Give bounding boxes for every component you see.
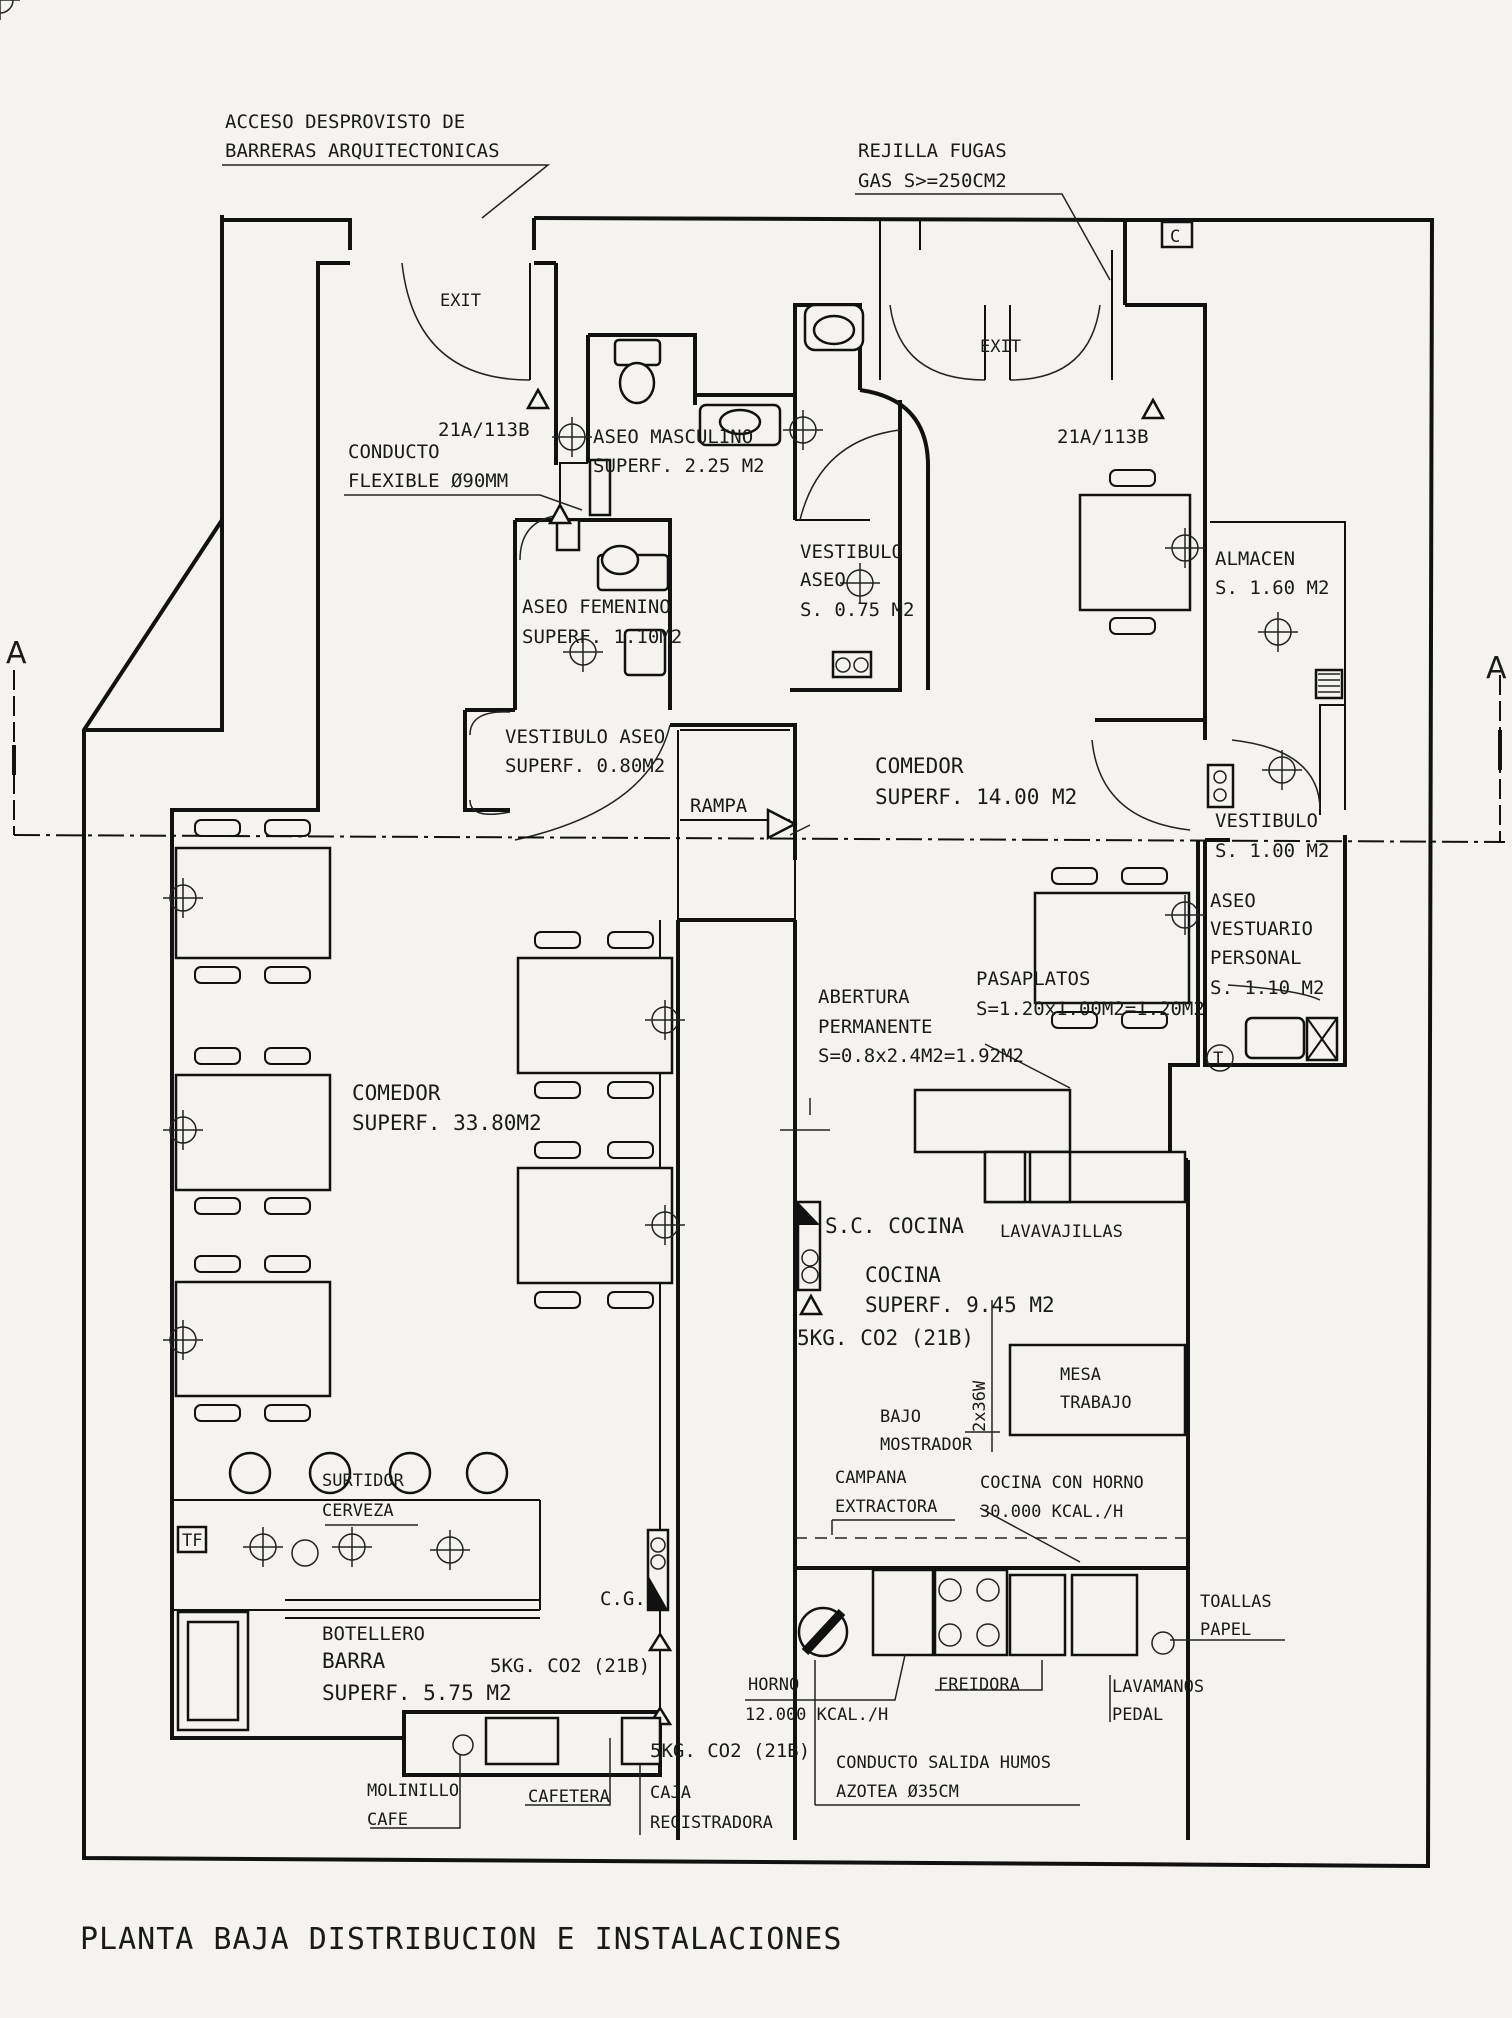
room-aseo-fem-1: ASEO FEMENINO [522, 596, 671, 618]
label-ext-right: 21A/113B [1057, 426, 1149, 448]
room-aseo-vest-1: ASEO [1210, 890, 1256, 912]
room-barra-2: SUPERF. 5.75 M2 [322, 1681, 512, 1705]
label-molinillo-2: CAFE [367, 1810, 408, 1830]
label-abertura-1: ABERTURA [818, 986, 910, 1008]
label-horno-2: 12.000 KCAL./H [745, 1705, 888, 1725]
label-mesa-2: TRABAJO [1060, 1393, 1132, 1413]
label-humos-1: CONDUCTO SALIDA HUMOS [836, 1753, 1051, 1773]
doors [401, 262, 1321, 1001]
label-toallas-1: TOALLAS [1200, 1592, 1272, 1612]
room-vestibulo-1: VESTIBULO [1215, 810, 1318, 832]
kitchen-equipment [176, 220, 1234, 1766]
label-bajo-2: MOSTRADOR [880, 1435, 973, 1455]
label-acceso-2: BARRERAS ARQUITECTONICAS [225, 140, 500, 162]
room-aseo-vest-3: PERSONAL [1210, 947, 1302, 969]
room-vest-fem-1: VESTIBULO ASEO [505, 726, 665, 748]
label-caja-2: REGISTRADORA [650, 1813, 773, 1833]
outer-walls [82, 215, 1435, 1869]
label-tf: TF [182, 1531, 202, 1551]
label-surtidor-2: CERVEZA [322, 1501, 394, 1521]
label-horno-1: HORNO [748, 1675, 799, 1695]
room-aseo-vest-2: VESTUARIO [1210, 918, 1313, 940]
room-barra-1: BARRA [322, 1649, 386, 1673]
room-comedor-small-1: COMEDOR [875, 754, 964, 778]
label-luminaria: 2x36W [970, 1380, 990, 1432]
sanitary-fixtures [555, 303, 1344, 1062]
label-horno-cocina-2: 30.000 KCAL./H [980, 1502, 1123, 1522]
light-symbols [0, 0, 1303, 1756]
section-mark-right: A [1486, 651, 1507, 686]
room-aseo-fem-2: SUPERF. 1.10M2 [522, 626, 682, 648]
label-rejilla-2: GAS S>=250CM2 [858, 170, 1007, 192]
room-comedor-small-2: SUPERF. 14.00 M2 [875, 785, 1077, 809]
ramp [680, 729, 798, 841]
label-bajo-1: BAJO [880, 1407, 921, 1427]
room-almacen-2: S. 1.60 M2 [1215, 577, 1329, 599]
room-vest-fem-2: SUPERF. 0.80M2 [505, 755, 665, 777]
label-co2-barra: 5KG. CO2 (21B) [490, 1655, 650, 1677]
label-c-box: C [1170, 227, 1180, 247]
room-cocina-2: SUPERF. 9.45 M2 [865, 1293, 1055, 1317]
section-mark-left: A [6, 636, 27, 671]
label-molinillo-1: MOLINILLO [367, 1781, 459, 1801]
label-sc-cocina: S.C. COCINA [825, 1214, 964, 1238]
label-pasaplatos-1: PASAPLATOS [976, 968, 1090, 990]
room-vest-aseo-2: ASEO [800, 569, 846, 591]
label-campana-1: CAMPANA [835, 1468, 907, 1488]
label-conducto-2: FLEXIBLE Ø90MM [348, 470, 508, 492]
label-caja-1: CAJA [650, 1783, 691, 1803]
label-conducto-1: CONDUCTO [348, 441, 440, 463]
label-freidora: FREIDORA [938, 1675, 1020, 1695]
label-t-box: T [1213, 1049, 1223, 1069]
room-comedor-big-2: SUPERF. 33.80M2 [352, 1111, 542, 1135]
label-rejilla-1: REJILLA FUGAS [858, 140, 1007, 162]
label-lavavajillas: LAVAVAJILLAS [1000, 1222, 1123, 1242]
label-lavamanos-1: LAVAMANOS [1112, 1677, 1204, 1697]
label-campana-2: EXTRACTORA [835, 1497, 937, 1517]
room-almacen-1: ALMACEN [1215, 548, 1295, 570]
section-line [12, 670, 1506, 843]
labels: ACCESO DESPROVISTO DE BARRERAS ARQUITECT… [6, 111, 1507, 1833]
room-vest-aseo-1: VESTIBULO [800, 541, 903, 563]
drawing-title: PLANTA BAJA DISTRIBUCION E INSTALACIONES [80, 1922, 843, 1957]
label-rampa: RAMPA [690, 795, 748, 817]
label-exit-left: EXIT [440, 291, 481, 311]
label-acceso-1: ACCESO DESPROVISTO DE [225, 111, 465, 133]
label-surtidor-1: SURTIDOR [322, 1471, 405, 1491]
label-abertura-2: PERMANENTE [818, 1016, 932, 1038]
room-aseo-vest-4: S. 1.10 M2 [1210, 977, 1324, 999]
label-pasaplatos-2: S=1.20x1.00M2=1.20M2 [976, 998, 1205, 1020]
room-vestibulo-2: S. 1.00 M2 [1215, 840, 1329, 862]
label-co2-cocina: 5KG. CO2 (21B) [797, 1326, 974, 1350]
label-lavamanos-2: PEDAL [1112, 1705, 1163, 1725]
room-comedor-big-1: COMEDOR [352, 1081, 441, 1105]
label-cafetera: CAFETERA [528, 1787, 610, 1807]
tables-and-chairs [174, 469, 1192, 1495]
leader-lines [222, 164, 1285, 1835]
label-toallas-2: PAPEL [1200, 1620, 1251, 1640]
label-mesa-1: MESA [1060, 1365, 1101, 1385]
label-co2-caja: 5KG. CO2 (21B) [650, 1740, 810, 1762]
label-ext-left: 21A/113B [438, 419, 530, 441]
label-botellero: BOTELLERO [322, 1623, 425, 1645]
interior-walls [170, 220, 1347, 1840]
label-exit-right: EXIT [980, 337, 1021, 357]
label-humos-2: AZOTEA Ø35CM [836, 1782, 959, 1802]
room-aseo-masc-1: ASEO MASCULINO [593, 426, 753, 448]
label-horno-cocina-1: COCINA CON HORNO [980, 1473, 1144, 1493]
room-vest-aseo-3: S. 0.75 M2 [800, 599, 914, 621]
room-cocina-1: COCINA [865, 1263, 941, 1287]
room-aseo-masc-2: SUPERF. 2.25 M2 [593, 455, 765, 477]
label-abertura-3: S=0.8x2.4M2=1.92M2 [818, 1045, 1024, 1067]
label-cg: C.G. [600, 1588, 646, 1610]
